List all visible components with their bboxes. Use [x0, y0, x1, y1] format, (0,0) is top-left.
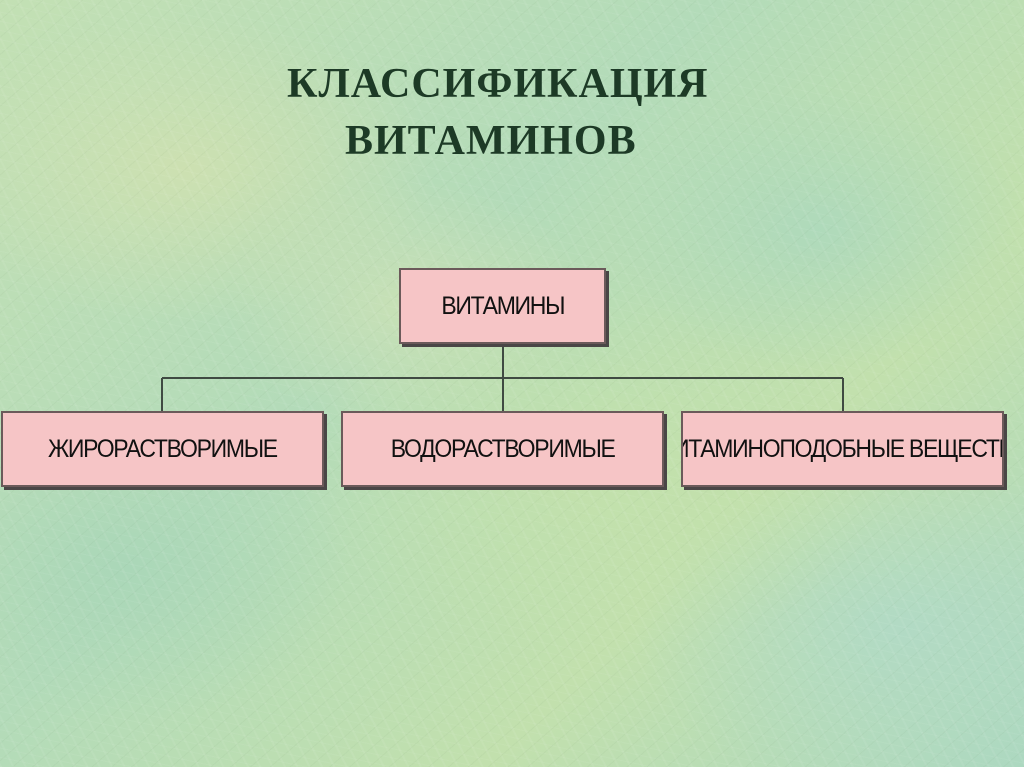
- slide-title-line-2: ВИТАМИНОВ: [345, 118, 637, 164]
- node-water-soluble-label: ВОДОРАСТВОРИМЫЕ: [390, 434, 616, 463]
- node-vitamins: ВИТАМИНЫ: [399, 268, 606, 344]
- node-water-soluble: ВОДОРАСТВОРИМЫЕ: [341, 411, 664, 487]
- node-vitamin-like-substances-label: ВИТАМИНОПОДОБНЫЕ ВЕЩЕСТВА: [681, 434, 1002, 463]
- node-fat-soluble-label: ЖИРОРАСТВОРИМЫЕ: [48, 434, 278, 463]
- node-vitamin-like-substances: ВИТАМИНОПОДОБНЫЕ ВЕЩЕСТВА: [681, 411, 1004, 487]
- node-vitamins-label: ВИТАМИНЫ: [441, 291, 565, 320]
- node-fat-soluble: ЖИРОРАСТВОРИМЫЕ: [1, 411, 324, 487]
- slide-title-line-1: КЛАССИФИКАЦИЯ: [287, 61, 709, 107]
